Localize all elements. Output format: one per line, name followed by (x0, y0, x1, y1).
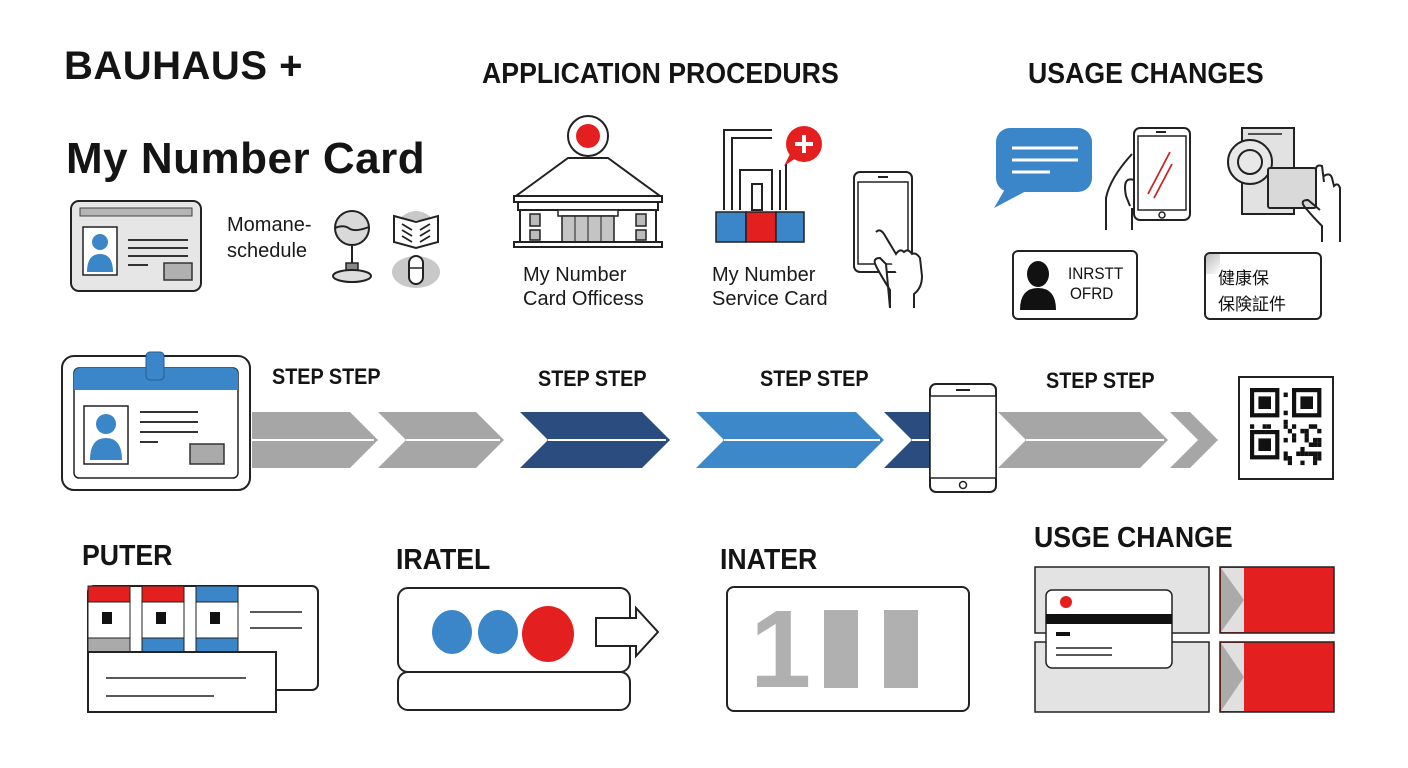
qr-module (1304, 437, 1309, 443)
section-heading-puter: PUTER (82, 540, 173, 572)
intro-label-2: schedule (227, 240, 308, 262)
qr-module (1283, 424, 1288, 429)
section-heading-iratel: IRATEL (396, 544, 491, 576)
person-silhouette-icon (1020, 261, 1056, 310)
application-item-2-line-2: Service Card (712, 288, 828, 310)
qr-module (1308, 451, 1313, 457)
flow-chevron-7 (1170, 412, 1218, 468)
qr-module (1313, 442, 1318, 447)
qr-module (1262, 424, 1267, 429)
intro-label-1: Momane- (227, 214, 312, 236)
application-heading: APPLICATION PROCEDURS (482, 58, 839, 90)
panel-bar-1 (824, 610, 858, 688)
qr-module (1317, 428, 1322, 434)
step-label-2: STEP STEP (538, 366, 647, 391)
qr-module (1317, 437, 1322, 443)
resident-id-badge: INRSTT OFRD (1012, 250, 1138, 320)
health-insurance-badge: 健康保 保険証件 (1204, 252, 1322, 320)
qr-module (1283, 437, 1288, 443)
qr-module (1287, 460, 1292, 466)
qr-module (1287, 456, 1292, 461)
qr-finder (1258, 396, 1271, 409)
qr-module (1283, 419, 1288, 425)
qr-module (1283, 451, 1288, 457)
step-label-1: STEP STEP (272, 364, 381, 389)
dots-card-icon (397, 587, 660, 711)
qr-finder (1258, 438, 1271, 451)
card-stack-icon (87, 585, 319, 713)
qr-finder (1300, 396, 1313, 409)
page-curl (1206, 254, 1220, 274)
insurance-badge-line-1: 健康保 (1218, 269, 1269, 289)
qr-module (1300, 460, 1305, 466)
step-label-4: STEP STEP (1046, 368, 1155, 393)
person-reading-icon (392, 211, 440, 288)
qr-module (1317, 456, 1322, 461)
application-item-1-line-2: Card Officess (523, 288, 644, 310)
insurance-badge-line-2: 保険証件 (1218, 295, 1286, 315)
qr-module (1296, 451, 1301, 457)
usage-heading: USAGE CHANGES (1028, 58, 1264, 90)
section-heading-inater: INATER (720, 544, 818, 576)
qr-module (1304, 433, 1309, 438)
qr-module (1283, 410, 1288, 416)
service-kiosk-icon (715, 126, 822, 243)
panel-digit: 1 (750, 588, 812, 711)
hand-holding-phone-icon (1105, 127, 1191, 230)
qr-module (1266, 424, 1271, 429)
number-panel-icon: 1 (726, 586, 970, 712)
qr-module (1287, 428, 1292, 434)
qr-code-icon (1238, 376, 1334, 480)
qr-module (1313, 456, 1318, 461)
qr-module (1300, 446, 1305, 452)
qr-module (1300, 451, 1305, 457)
id-badge-line-1: INRSTT (1068, 264, 1124, 283)
step-label-3: STEP STEP (760, 366, 869, 391)
qr-module (1317, 451, 1322, 457)
panel-bar-2 (884, 610, 918, 688)
smartphone-tap-icon (853, 171, 924, 309)
qr-module (1313, 424, 1318, 429)
title-line-2: My Number Card (66, 134, 426, 183)
qr-code-pattern (1250, 388, 1322, 466)
globe-stand-icon (332, 210, 372, 283)
id-badge-icon (61, 351, 251, 491)
qr-module (1292, 433, 1297, 438)
government-building-icon (513, 115, 663, 248)
qr-module (1292, 437, 1297, 443)
qr-module (1283, 392, 1288, 398)
qr-module (1300, 428, 1305, 434)
application-item-2-line-1: My Number (712, 264, 816, 286)
card-reader-icon (1227, 127, 1341, 242)
card-swap-icon (1034, 566, 1335, 713)
title-line-1: BAUHAUS + (64, 44, 303, 88)
chat-bubble-icon (994, 128, 1092, 208)
qr-module (1304, 428, 1309, 434)
section-heading-usage-change: USGE CHANGE (1034, 522, 1233, 554)
qr-module (1317, 442, 1322, 447)
qr-module (1250, 424, 1255, 429)
qr-module (1292, 424, 1297, 429)
qr-module (1283, 456, 1288, 461)
qr-module (1308, 424, 1313, 429)
qr-module (1313, 451, 1318, 457)
application-item-1-line-1: My Number (523, 264, 627, 286)
qr-module (1308, 442, 1313, 447)
id-badge-line-2: OFRD (1070, 284, 1114, 303)
qr-module (1313, 437, 1318, 443)
smartphone-icon (929, 383, 997, 493)
qr-module (1313, 460, 1318, 466)
qr-module (1304, 451, 1309, 457)
id-card-icon (70, 200, 202, 292)
